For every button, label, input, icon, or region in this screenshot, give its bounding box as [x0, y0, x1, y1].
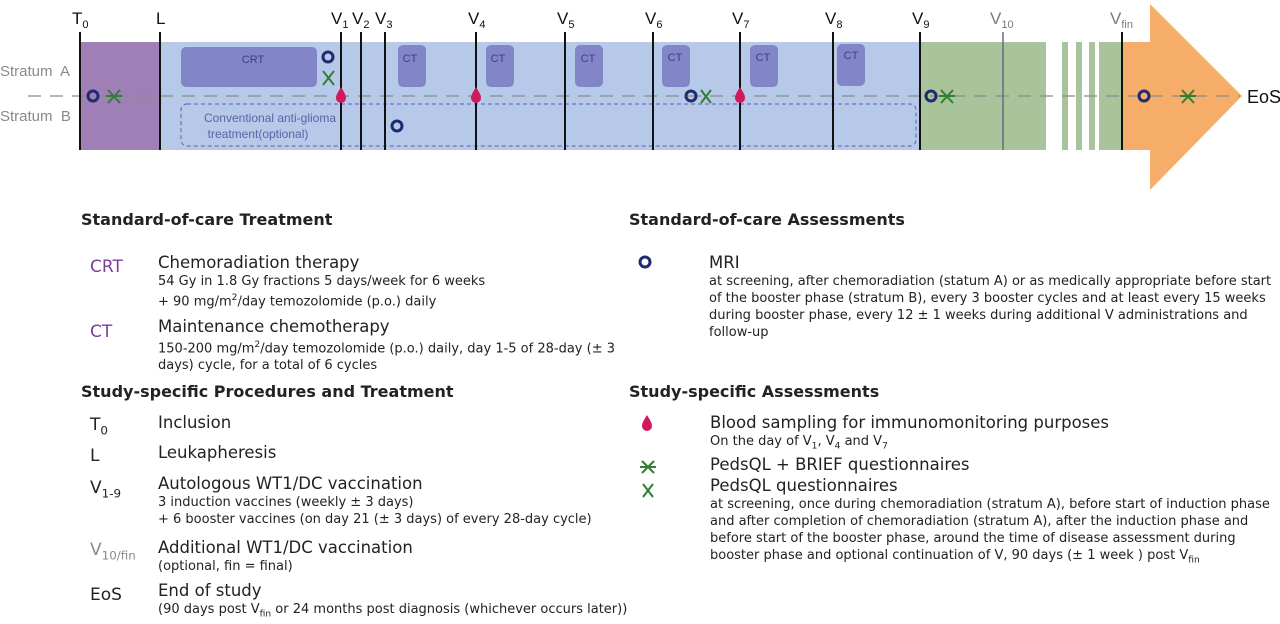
study-timeline: CRT CT CT CT CT CT CT Conventional anti-…	[0, 4, 1280, 190]
blood-drop-icon	[336, 87, 346, 103]
ct-blocks: CT CT CT CT CT CT	[398, 44, 865, 87]
ct-description: 150-200 mg/m2/day temozolomide (p.o.) da…	[158, 340, 615, 374]
visit-label-l: L	[156, 9, 165, 28]
eos-description: (90 days post Vfin or 24 months post dia…	[158, 602, 628, 620]
pedsql-title: PedsQL questionnaires	[710, 476, 898, 495]
v10-abbr: V10/fin	[90, 540, 136, 563]
ct-block-label: CT	[668, 52, 683, 64]
mri-icon	[86, 89, 100, 103]
crt-abbr: CRT	[90, 257, 123, 277]
pedsql-brief-title: PedsQL + BRIEF questionnaires	[710, 455, 970, 474]
study-procedures-heading: Study-specific Procedures and Treatment	[81, 382, 454, 401]
mri-icon	[1137, 89, 1151, 103]
ct-block	[398, 45, 426, 87]
visit-label-v4: V4	[468, 9, 485, 31]
ct-block	[486, 45, 514, 87]
v19-description: 3 induction vaccines (weekly ± 3 days) +…	[158, 495, 592, 527]
visit-label-v2: V2	[352, 9, 369, 31]
mri-icon	[390, 119, 404, 133]
blood-drop-icon	[471, 87, 481, 103]
ct-block	[750, 45, 778, 87]
ct-block	[662, 45, 690, 87]
mri-icon	[924, 89, 938, 103]
maintenance-phase-stripe	[1076, 42, 1082, 150]
t0-abbr: T0	[90, 415, 108, 438]
pedsql-markers	[322, 70, 712, 104]
conventional-treatment-line2: treatment(optional)	[208, 127, 309, 141]
ct-block-label: CT	[491, 53, 506, 65]
blood-description: On the day of V1, V4 and V7	[710, 434, 888, 452]
visit-label-v7: V7	[732, 9, 749, 31]
mri-icon	[321, 50, 335, 64]
visit-label-vfin: Vfin	[1110, 9, 1133, 31]
visit-label-v5: V5	[557, 9, 574, 31]
v10-description: (optional, fin = final)	[158, 559, 293, 574]
pedsql-brief-markers	[106, 89, 1196, 104]
soc-treatment-heading: Standard-of-care Treatment	[81, 210, 333, 229]
mri-markers	[86, 50, 1151, 133]
blood-title: Blood sampling for immunomonitoring purp…	[710, 413, 1110, 432]
visit-label-v3: V3	[375, 9, 392, 31]
pedsql-icon	[322, 70, 335, 86]
ct-block	[837, 44, 865, 86]
ct-block-label: CT	[756, 52, 771, 64]
soc-assessments-heading: Standard-of-care Assessments	[629, 210, 905, 229]
v19-title: Autologous WT1/DC vaccination	[158, 474, 423, 493]
v10-title: Additional WT1/DC vaccination	[158, 538, 413, 557]
visit-label-v10: V10	[990, 9, 1014, 31]
ct-abbr: CT	[90, 322, 113, 342]
study-assessments-heading: Study-specific Assessments	[629, 382, 880, 401]
mri-title: MRI	[709, 253, 740, 272]
visit-label-t0: T0	[72, 9, 89, 31]
ct-block	[575, 45, 603, 87]
ct-title: Maintenance chemotherapy	[158, 317, 390, 336]
eos-abbr: EoS	[90, 585, 122, 605]
blood-markers	[336, 87, 745, 103]
ct-block-label: CT	[844, 50, 859, 62]
v19-abbr: V1-9	[90, 478, 122, 501]
visit-labels: T0 L V1 V2 V3 V4 V5 V6 V7 V8 V9 V10 Vfin	[72, 9, 1133, 31]
pedsql-brief-icon	[939, 89, 955, 104]
crt-block-label: CRT	[242, 54, 265, 66]
eos-title: End of study	[158, 581, 262, 600]
l-title: Leukapheresis	[158, 443, 277, 462]
crt-block	[181, 47, 317, 87]
conventional-treatment-line1: Conventional anti-glioma	[204, 111, 336, 125]
visit-label-v6: V6	[645, 9, 662, 31]
visit-lines	[79, 32, 1123, 150]
mri-description: at screening, after chemoradiation (stat…	[709, 274, 1272, 340]
pedsql-icon	[642, 483, 654, 498]
l-abbr: L	[90, 446, 100, 466]
t0-title: Inclusion	[158, 413, 232, 432]
visit-label-v8: V8	[825, 9, 842, 31]
ct-block-label: CT	[581, 53, 596, 65]
mri-icon	[684, 89, 698, 103]
crt-title: Chemoradiation therapy	[158, 253, 360, 272]
pedsql-description: at screening, once during chemoradiation…	[710, 497, 1270, 566]
stratum-a-label: Stratum A	[0, 63, 70, 80]
pedsql-icon	[700, 89, 712, 104]
stratum-b-label: Stratum B	[0, 108, 71, 125]
blood-drop-icon	[642, 415, 652, 431]
visit-label-v1: V1	[331, 9, 348, 31]
pedsql-brief-icon	[640, 460, 656, 474]
blood-drop-icon	[735, 87, 745, 103]
visit-label-v9: V9	[912, 9, 929, 31]
pedsql-brief-icon	[106, 89, 122, 104]
mri-icon	[638, 255, 652, 269]
crt-description: 54 Gy in 1.8 Gy fractions 5 days/week fo…	[158, 274, 486, 310]
eos-label: EoS	[1247, 87, 1280, 107]
ct-block-label: CT	[403, 53, 418, 65]
pedsql-brief-icon	[1180, 89, 1196, 104]
